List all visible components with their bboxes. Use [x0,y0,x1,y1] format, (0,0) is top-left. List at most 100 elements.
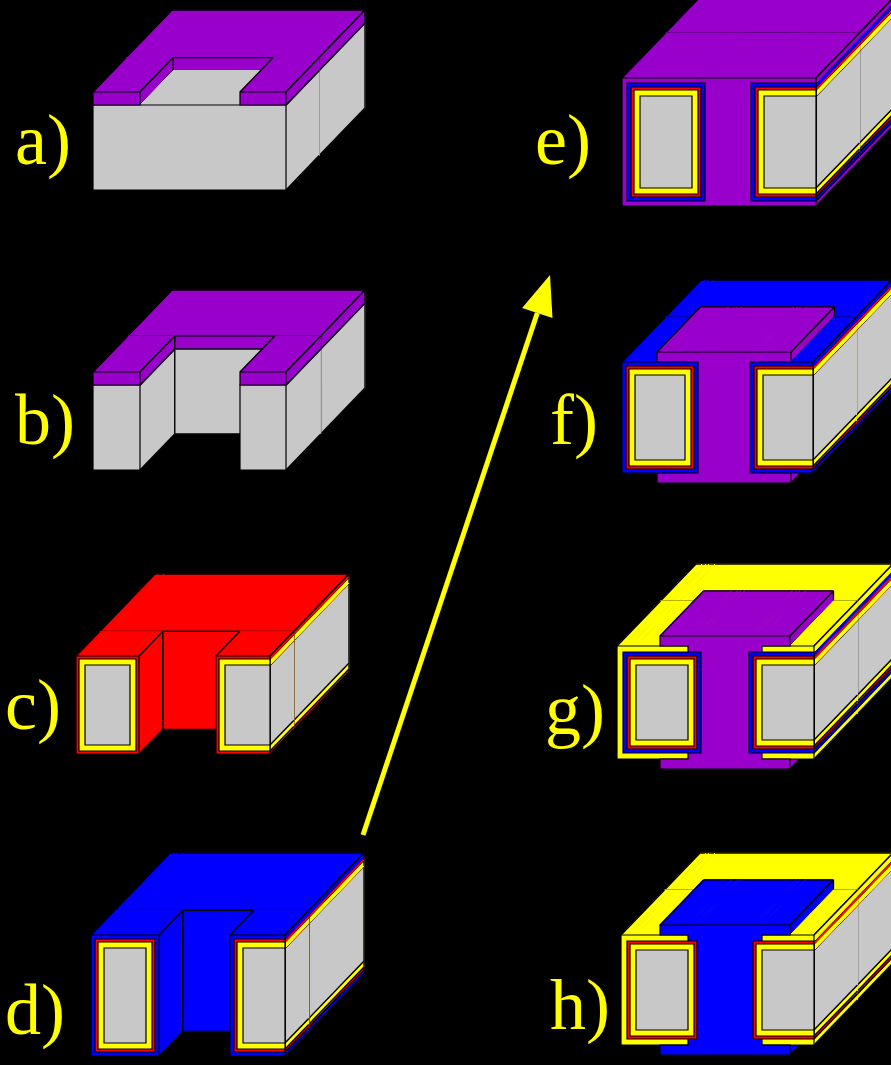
layer-cross-section [104,948,146,1043]
layer-surface [155,910,183,935]
layer-cross-section [630,659,694,746]
layer-edge [740,879,796,880]
layer-cross-section [635,375,685,460]
layer-surface [859,0,891,38]
layer-edge [857,564,891,601]
layer-surface [270,634,294,665]
process-step-figure [617,564,891,769]
layer-surface [309,860,364,923]
layer-edge [741,306,793,307]
layer-cross-section [756,944,814,1036]
layer-cross-section [230,935,285,1056]
layer-surface [286,58,319,105]
layer-cross-section [243,948,285,1043]
layer-cross-section [622,362,698,473]
layer-edge [856,280,891,317]
layer-cross-section [98,942,152,1049]
layer-surface [813,317,856,366]
layer-cross-section [754,366,813,469]
layer-surface [285,910,309,939]
layer-edge [319,10,365,71]
layer-surface [857,853,891,896]
layer-surface [683,0,891,33]
process-step-figure [93,10,365,190]
layer-surface [294,577,349,640]
process-step-figure [76,574,349,754]
layer-surface [309,860,364,923]
layer-cross-section [240,372,286,385]
layer-surface [309,860,364,923]
step-label: h) [550,969,610,1041]
arrow-shaft [363,313,537,835]
layer-edge [859,0,891,33]
layer-edge [813,317,856,362]
layer-edge [744,590,792,591]
layer-cross-section [763,375,813,460]
layer-surface [813,324,856,375]
layer-cross-section [636,950,688,1030]
layer-cross-section [93,105,286,190]
layer-surface [159,910,183,939]
layer-cross-section [622,78,816,206]
layer-cross-section [756,659,814,746]
layer-edge [270,631,294,656]
layer-surface [814,601,857,652]
sequence-arrow [363,275,553,835]
process-step-figure [621,853,891,1055]
layer-cross-section [240,92,286,105]
step-label: d) [5,974,65,1046]
layer-cross-section [93,92,140,105]
layer-cross-section [93,385,140,470]
layer-cross-section [757,369,813,466]
layer-surface [140,336,175,385]
layer-cross-section [95,939,155,1052]
layer-cross-section [627,656,697,749]
layer-cross-section [753,656,814,749]
layer-surface [270,634,294,665]
layer-surface [319,10,365,71]
layer-cross-section [623,652,701,753]
layer-cross-section [629,369,691,466]
layer-cross-section [216,656,270,754]
layer-cross-section [631,87,701,197]
step-label: b) [15,384,75,456]
layer-edge [814,601,857,646]
layer-surface [309,853,364,914]
layer-edge [309,853,364,910]
process-step-figure [622,280,891,483]
layer-surface [857,564,891,607]
layer-cross-section [762,665,814,740]
layer-cross-section [755,87,816,197]
layer-cross-section [237,942,285,1049]
layer-edge [857,853,891,890]
layer-cross-section [762,950,814,1030]
layer-cross-section [753,941,814,1039]
layer-edge [162,640,163,720]
layer-surface [856,280,891,321]
arrow-head [522,275,552,318]
layer-surface [139,631,163,659]
layer-edge [814,601,857,646]
layer-edge [159,910,183,935]
layer-edge [814,890,857,935]
layer-edge [140,336,175,385]
process-step-figure [93,290,365,470]
layer-surface [294,577,349,640]
layer-cross-section [640,96,692,188]
layer-surface [813,324,856,375]
layer-cross-section [240,385,286,470]
layer-cross-section [76,656,139,754]
layer-surface [294,574,349,634]
step-label: e) [535,104,591,176]
layer-surface [321,290,365,349]
layer-cross-section [749,652,814,753]
layer-edge [814,890,857,935]
step-label: a) [15,104,71,176]
layer-edge [813,317,856,362]
layer-edge [182,923,183,1018]
layer-surface [816,33,859,83]
layer-cross-section [225,665,270,745]
process-step-figure [91,853,364,1056]
layer-cross-section [219,659,270,751]
